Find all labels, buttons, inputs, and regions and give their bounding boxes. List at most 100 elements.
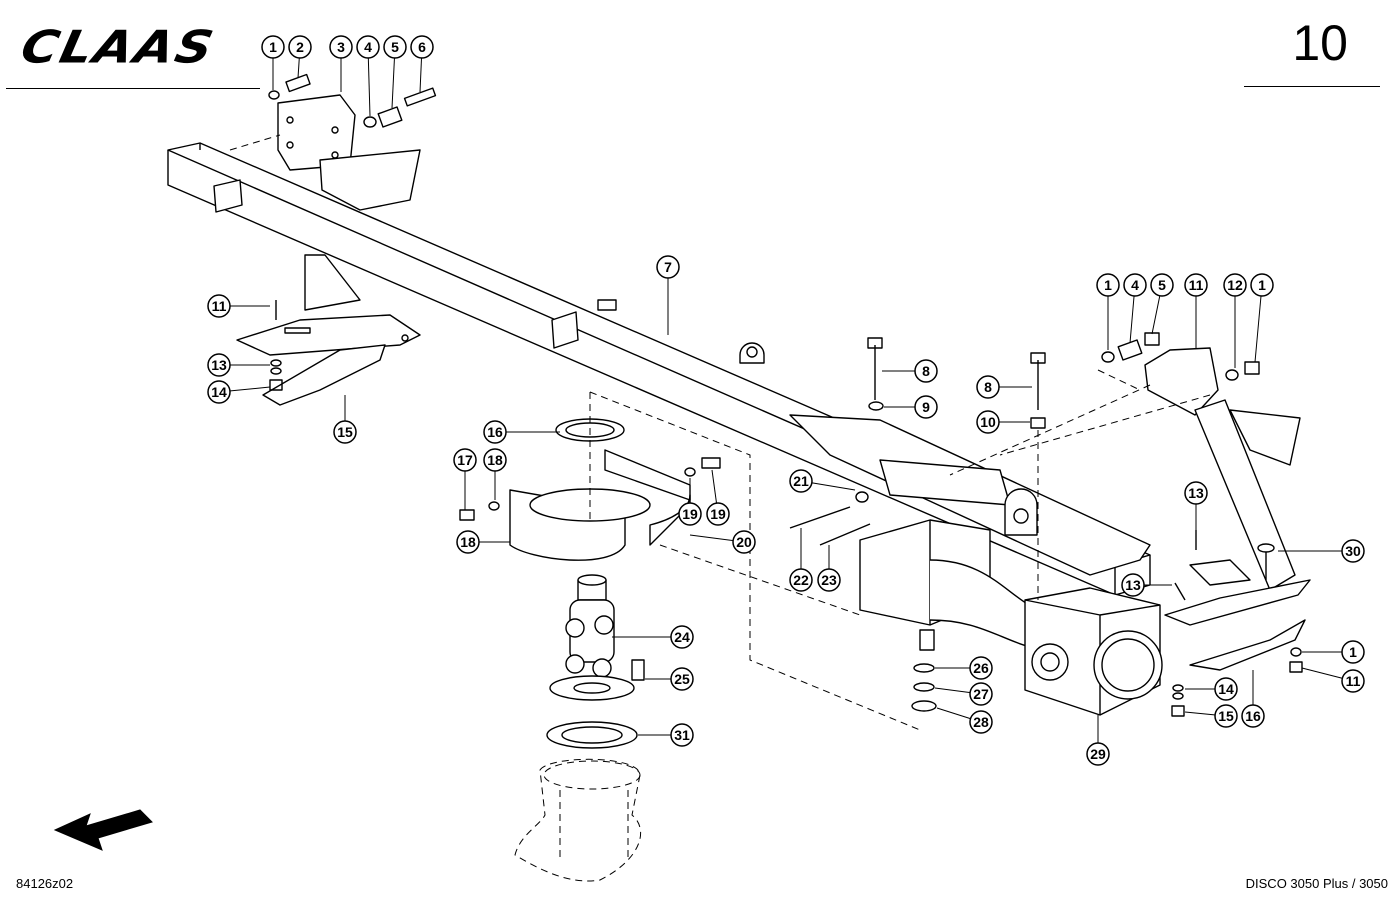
callout-label: 29: [1090, 746, 1106, 762]
main-beam-part-7: [167, 142, 1151, 596]
callout-circle: [1086, 742, 1110, 766]
callout-circle: [969, 682, 993, 706]
callout-label: 1: [1258, 277, 1266, 293]
callout-label: 9: [922, 399, 930, 415]
callout-8: 8: [976, 375, 1032, 399]
callout-20: 20: [689, 530, 756, 554]
callout-circle: [1223, 273, 1247, 297]
callout-5: 5: [1150, 273, 1174, 335]
callout-circle: [1250, 273, 1274, 297]
callout-circle: [670, 723, 694, 747]
callout-label: 8: [984, 379, 992, 395]
callout-circle: [1214, 704, 1238, 728]
callout-26: 26: [935, 656, 993, 680]
callout-circle: [1121, 573, 1145, 597]
callout-14: 14: [1185, 677, 1238, 701]
callout-1: 1: [261, 35, 285, 90]
assembly-guide-lines: [229, 134, 1211, 882]
callout-21: 21: [789, 469, 856, 493]
callout-circle: [1241, 704, 1265, 728]
callout-circle: [914, 359, 938, 383]
callout-circle: [288, 35, 312, 59]
page-number: 10: [1292, 15, 1348, 71]
callout-circle: [678, 502, 702, 526]
callout-18: 18: [483, 448, 507, 500]
callout-11: 11: [207, 294, 270, 318]
callout-circle: [483, 420, 507, 444]
callout-circle: [1341, 539, 1365, 563]
callout-16: 16: [1241, 670, 1265, 728]
callout-11: 11: [1184, 273, 1208, 348]
direction-arrow-icon: [53, 809, 153, 851]
callout-label: 5: [1158, 277, 1166, 293]
callout-label: 19: [682, 506, 698, 522]
callout-label: 13: [1125, 577, 1141, 593]
callout-2: 2: [288, 35, 312, 79]
callout-label: 6: [418, 39, 426, 55]
callout-label: 8: [922, 363, 930, 379]
shield-parts-20-21: [509, 418, 691, 561]
callout-circle: [456, 530, 480, 554]
callout-13: 13: [1184, 481, 1208, 530]
callout-18: 18: [456, 530, 510, 554]
callout-circle: [207, 353, 231, 377]
callout-circle: [1150, 273, 1174, 297]
callout-circle: [1184, 481, 1208, 505]
callout-label: 15: [1218, 708, 1234, 724]
callout-label: 16: [1245, 708, 1261, 724]
callout-label: 1: [1349, 644, 1357, 660]
callout-24: 24: [612, 625, 694, 649]
callout-circle: [329, 35, 353, 59]
callout-9: 9: [884, 395, 938, 419]
callout-circle: [333, 420, 357, 444]
callout-circle: [410, 35, 434, 59]
callout-label: 24: [674, 629, 690, 645]
callout-label: 27: [973, 686, 989, 702]
callout-13: 13: [1121, 573, 1172, 597]
callout-label: 7: [664, 259, 672, 275]
callout-label: 14: [211, 384, 227, 400]
callout-19: 19: [678, 478, 702, 526]
callout-30: 30: [1278, 539, 1365, 563]
callout-23: 23: [817, 545, 841, 592]
callout-29: 29: [1086, 715, 1110, 766]
callout-15: 15: [333, 395, 357, 444]
callout-circle: [1096, 273, 1120, 297]
callout-12: 12: [1223, 273, 1247, 368]
mount-bracket-part-3: [277, 94, 421, 211]
callout-circle: [453, 448, 477, 472]
callout-label: 16: [487, 424, 503, 440]
callout-circle: [969, 710, 993, 734]
callout-circle: [483, 448, 507, 472]
callout-circle: [706, 502, 730, 526]
callout-1: 1: [1096, 273, 1120, 350]
left-support-part-16: [236, 254, 421, 406]
callout-4: 4: [1123, 273, 1147, 344]
callout-1: 1: [1302, 640, 1365, 664]
callout-label: 12: [1227, 277, 1243, 293]
callout-17: 17: [453, 448, 477, 510]
callout-label: 13: [211, 357, 227, 373]
callout-label: 19: [710, 506, 726, 522]
callout-5: 5: [383, 35, 407, 109]
callout-circle: [383, 35, 407, 59]
callout-label: 15: [337, 424, 353, 440]
callout-label: 18: [460, 534, 476, 550]
callout-label: 1: [1104, 277, 1112, 293]
callout-label: 25: [674, 671, 690, 687]
callout-circle: [670, 667, 694, 691]
callout-label: 28: [973, 714, 989, 730]
callout-label: 2: [296, 39, 304, 55]
callout-19: 19: [706, 469, 730, 526]
callout-16: 16: [483, 420, 560, 444]
callout-label: 11: [1346, 673, 1361, 689]
callout-label: 13: [1188, 485, 1204, 501]
callout-circle: [969, 656, 993, 680]
callout-circle: [1341, 669, 1365, 693]
callout-circle: [732, 530, 756, 554]
callout-label: 1: [269, 39, 277, 55]
callout-label: 21: [793, 473, 809, 489]
callout-11: 11: [1301, 667, 1365, 693]
